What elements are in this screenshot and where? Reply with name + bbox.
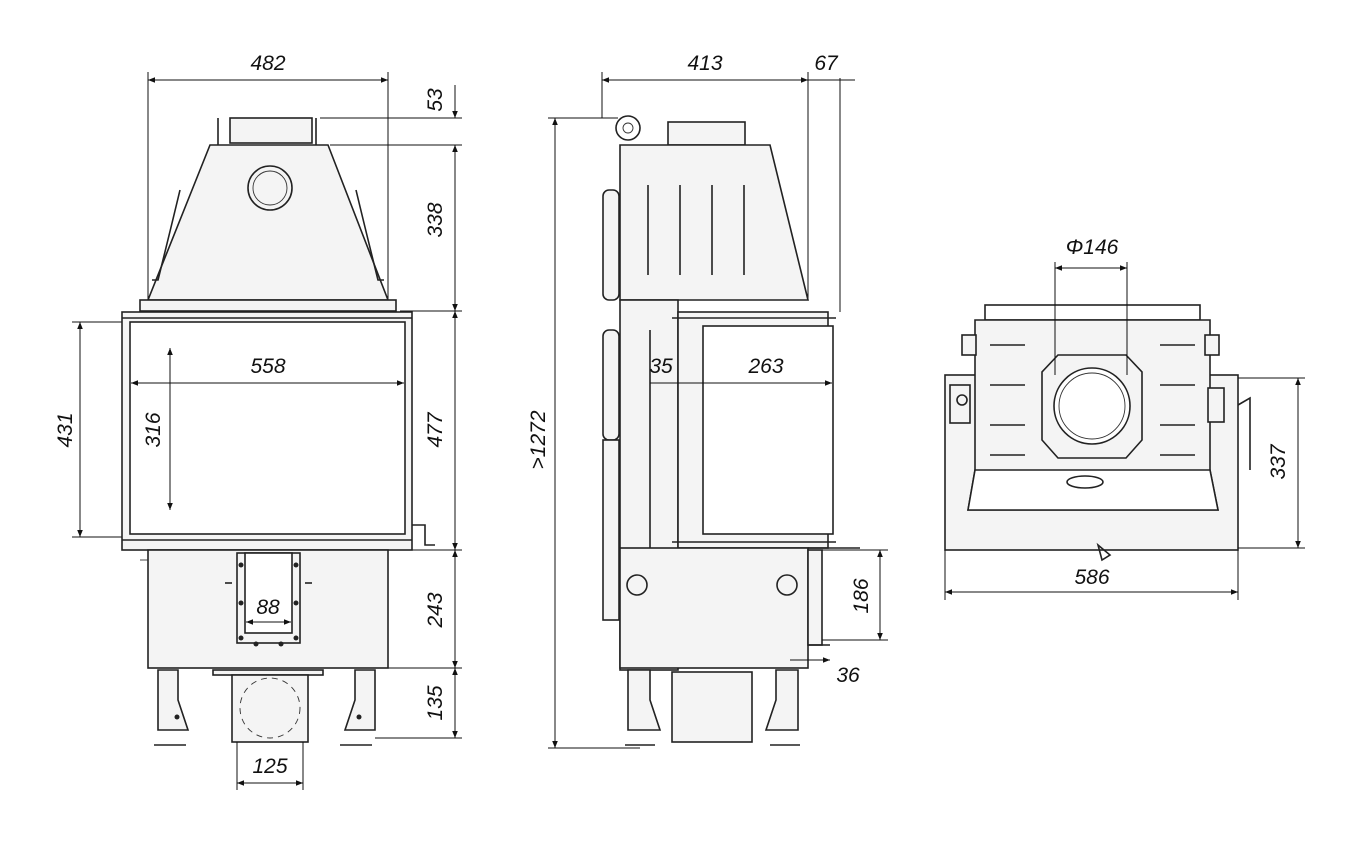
dim-1272: >1272: [527, 410, 550, 469]
dim-186: 186: [850, 578, 873, 613]
dim-135: 135: [424, 685, 447, 720]
top-view: Φ146 337 586: [944, 236, 1305, 600]
dim-482: 482: [250, 52, 285, 75]
dim-338: 338: [424, 202, 447, 237]
dim-431: 431: [54, 412, 77, 447]
dim-316: 316: [142, 412, 165, 447]
dim-35: 35: [649, 355, 673, 378]
dim-67: 67: [814, 52, 839, 75]
dim-53: 53: [424, 88, 447, 112]
dim-phi146: Φ146: [1066, 236, 1119, 259]
dim-337: 337: [1267, 443, 1290, 479]
dim-36: 36: [836, 664, 860, 687]
dim-263: 263: [747, 355, 783, 378]
dim-477: 477: [424, 411, 447, 447]
side-view: 413 67 >1272 35 263 186 36: [527, 52, 888, 749]
dim-558: 558: [250, 355, 285, 378]
dim-413: 413: [687, 52, 722, 75]
dim-243: 243: [424, 592, 447, 628]
dim-586: 586: [1074, 566, 1109, 589]
front-view: 482 53 338 477 243 135 558 316 431 88 12…: [54, 52, 462, 790]
dim-88: 88: [256, 596, 280, 619]
dim-125: 125: [252, 755, 287, 778]
